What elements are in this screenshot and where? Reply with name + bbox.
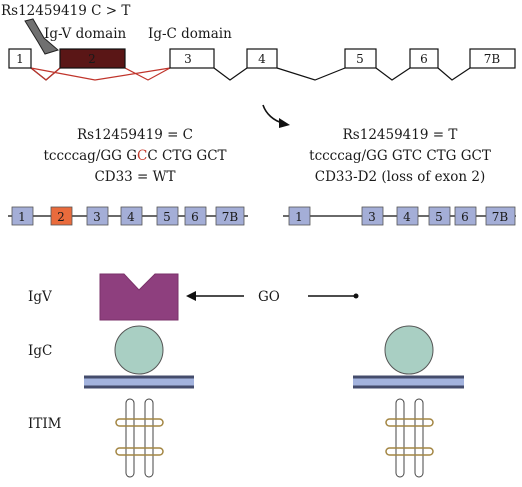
gene-exon-3-label: 3 [184,52,192,66]
wt-isoform: CD33 = WT [94,169,175,185]
svg-text:3: 3 [368,210,376,224]
gene-exon-5-label: 5 [356,52,364,66]
gene-exon-6-box [409,48,439,69]
wt-exon-4: 4 [120,206,143,226]
wt-exon-6: 6 [184,206,207,226]
d2-snp-value: Rs12459419 = T [343,127,458,143]
igv-domain-shape [99,273,179,321]
itim-label: ITIM [28,416,62,432]
d2-exon-7b: 7B [485,206,516,226]
gene-exon-6-label: 6 [420,52,428,66]
splice-line-2-3 [124,67,171,81]
gene-exon-5-box [344,48,377,69]
go-blocked-dot-icon [353,293,359,299]
membrane-wt [84,377,194,387]
wt-exon-3: 3 [86,206,109,226]
itim-ring-wt-upper [115,418,164,427]
wt-sequence: tccccag/GG GCC CTG GCT [43,148,226,164]
d2-exon-3: 3 [361,206,384,226]
gene-exon-4-label: 4 [258,52,266,66]
go-label: GO [258,289,280,305]
svg-text:5: 5 [435,210,443,224]
wt-protein [84,273,194,478]
gene-structure: 1 2 3 4 5 6 7B Rs12459419 C > T Ig-V dom… [1,3,516,81]
svg-text:4: 4 [127,210,135,224]
igv-label: IgV [28,289,52,305]
d2-exon-5: 5 [428,206,451,226]
svg-text:6: 6 [461,210,469,224]
svg-text:2: 2 [57,210,65,224]
svg-text:6: 6 [191,210,199,224]
itim-ring-d2-upper [385,418,434,427]
intron-line-4-5 [276,67,346,81]
itim-tail-d2-right [414,398,424,478]
gene-exon-3-box [169,48,215,69]
gene-exon-1-label: 1 [16,52,24,66]
wt-exon-2: 2 [50,206,73,226]
intron-line-3-4 [213,67,248,81]
intron-line-1-2 [30,67,61,81]
igc-domain-d2 [384,325,434,375]
gene-exon-4-box [246,48,278,69]
snp-label: Rs12459419 C > T [1,3,130,19]
splice-line-1-2 [30,67,61,81]
igv-domain-label: Ig-V domain [44,26,127,42]
itim-ring-wt-lower [115,447,164,456]
intron-line-5-6 [375,67,411,81]
itim-tail-wt-left [125,398,135,478]
gene-exon-7b-box [469,48,516,69]
svg-text:7B: 7B [222,210,239,224]
d2-exon-6: 6 [454,206,477,226]
igc-label: IgC [28,343,52,359]
gene-exon-1-box [8,48,32,69]
igc-domain-wt [114,325,164,375]
svg-text:3: 3 [93,210,101,224]
svg-text:7B: 7B [492,210,509,224]
d2-exon-4: 4 [396,206,419,226]
gene-exon-7b-label: 7B [484,52,501,66]
transition-arrow-icon [262,104,290,128]
snp-pointer-icon [24,18,60,55]
itim-ring-d2-lower [385,447,434,456]
wt-snp-value: Rs12459419 = C [77,127,193,143]
svg-text:5: 5 [163,210,171,224]
d2-sequence-text: Rs12459419 = T tccccag/GG GTC CTG GCT CD… [309,127,491,185]
svg-text:1: 1 [295,210,303,224]
wt-transcript: 1 2 3 4 5 6 7B [8,206,248,226]
splice-line-skip-exon2 [30,67,171,81]
igc-domain-label: Ig-C domain [148,26,232,42]
d2-isoform: CD33-D2 (loss of exon 2) [315,169,485,185]
wt-exon-5: 5 [156,206,179,226]
d2-transcript: 1 3 4 5 6 7B [283,206,516,226]
d2-protein [353,325,464,478]
d2-exon-1: 1 [288,206,311,226]
d2-sequence: tccccag/GG GTC CTG GCT [309,148,491,164]
wt-mutation-base: C [137,148,147,164]
wt-exon-7b: 7B [215,206,245,226]
wt-sequence-text: Rs12459419 = C tccccag/GG GCC CTG GCT CD… [43,127,226,185]
itim-tail-d2-left [395,398,405,478]
go-binding: GO [186,289,359,305]
intron-line-6-7b [437,67,471,81]
gene-exon-2-label: 2 [88,52,96,66]
wt-exon-1: 1 [11,206,34,226]
itim-tail-wt-right [144,398,154,478]
membrane-d2 [353,377,464,387]
svg-text:1: 1 [18,210,26,224]
svg-text:4: 4 [403,210,411,224]
gene-exon-2-box [59,48,126,69]
